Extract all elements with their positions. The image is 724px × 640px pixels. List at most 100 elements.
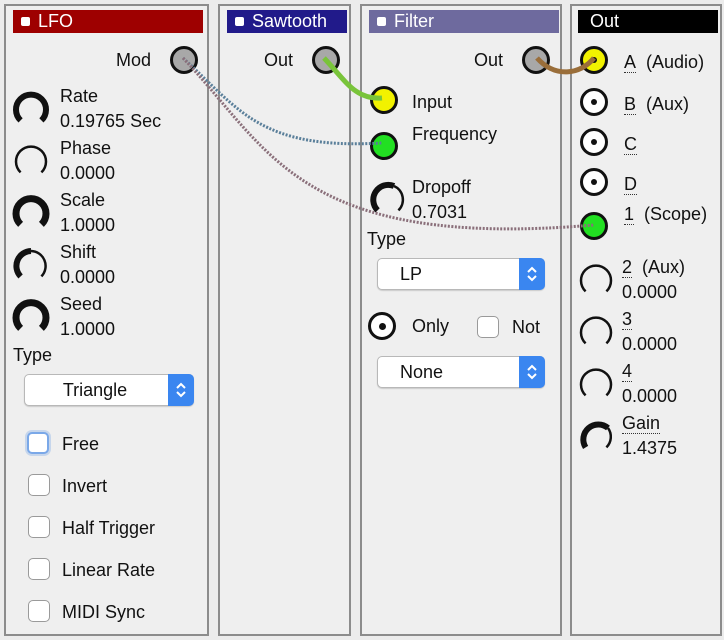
lfo-type-value: Triangle (62, 380, 128, 400)
not-checkbox[interactable] (477, 316, 499, 338)
phase-label: Phase (60, 138, 112, 158)
lfo-panel: LFO Mod Rate 0.19765 Sec Phase 0.0000 Sc… (4, 4, 209, 636)
filter-type-select[interactable]: LP (377, 258, 545, 290)
invert-checkbox[interactable] (28, 474, 50, 496)
invert-label: Invert (62, 476, 108, 496)
out-1-desc: (Scope) (644, 204, 708, 224)
out-title: Out (590, 11, 620, 31)
scale-label: Scale (60, 190, 106, 210)
out-a-jack[interactable] (580, 46, 608, 74)
filter-frequency-jack[interactable] (370, 132, 398, 160)
out-b-desc: (Aux) (646, 94, 690, 114)
out-c-key: C (624, 134, 637, 155)
out-d-jack[interactable] (580, 168, 608, 196)
filter-frequency-label: Frequency (412, 124, 498, 144)
filter-out-label: Out (474, 50, 504, 70)
only-label: Only (412, 316, 450, 336)
scale-value: 1.0000 (60, 215, 116, 235)
dropoff-knob[interactable] (368, 180, 408, 220)
filter-type-label: Type (367, 229, 407, 249)
out-4-label: 4 (622, 360, 633, 382)
phase-value: 0.0000 (60, 163, 116, 183)
out-2-desc: (Aux) (642, 257, 686, 277)
filter-input-label: Input (412, 92, 453, 112)
mod-output-jack[interactable] (170, 46, 198, 74)
out-a-key: A (624, 52, 637, 73)
chevron-updown-icon (168, 374, 194, 406)
seed-label: Seed (60, 294, 103, 314)
half-trigger-label: Half Trigger (62, 518, 156, 538)
shift-label: Shift (60, 242, 97, 262)
midi-sync-checkbox[interactable] (28, 600, 50, 622)
filter-title-bar[interactable]: Filter (369, 10, 559, 33)
chevron-updown-icon (519, 258, 545, 290)
out-3-knob[interactable] (576, 313, 616, 353)
free-label: Free (62, 434, 100, 454)
only-radio[interactable] (368, 312, 396, 340)
rate-value: 0.19765 Sec (60, 111, 162, 131)
module-dot-icon (235, 17, 244, 26)
out-b-jack[interactable] (580, 88, 608, 116)
out-d-label: D (624, 173, 637, 195)
out-b-label: B (Aux) (624, 93, 689, 115)
seed-knob[interactable] (11, 298, 51, 338)
out-3-value: 0.0000 (622, 334, 678, 354)
dropoff-label: Dropoff (412, 177, 471, 197)
lfo-type-select[interactable]: Triangle (24, 374, 194, 406)
rate-knob[interactable] (11, 90, 51, 130)
sawtooth-panel: Sawtooth Out (218, 4, 351, 636)
out-1-label: 1 (Scope) (624, 203, 707, 225)
filter-input-jack[interactable] (370, 86, 398, 114)
out-4-key: 4 (622, 361, 633, 382)
out-4-value: 0.0000 (622, 386, 678, 406)
out-2-knob[interactable] (576, 261, 616, 301)
lfo-title-bar[interactable]: LFO (13, 10, 203, 33)
linear-rate-label: Linear Rate (62, 560, 156, 580)
out-2-value: 0.0000 (622, 282, 678, 302)
linear-rate-checkbox[interactable] (28, 558, 50, 580)
gain-key: Gain (622, 413, 661, 434)
filter-mode-select[interactable]: None (377, 356, 545, 388)
out-c-label: C (624, 133, 637, 155)
out-b-key: B (624, 94, 637, 115)
phase-knob[interactable] (11, 142, 51, 182)
filter-panel: Filter Out Input Frequency Dropoff 0.703… (360, 4, 562, 636)
gain-label: Gain (622, 412, 661, 434)
out-4-knob[interactable] (576, 365, 616, 405)
gain-knob[interactable] (576, 417, 616, 457)
half-trigger-checkbox[interactable] (28, 516, 50, 538)
sawtooth-out-label: Out (264, 50, 294, 70)
out-title-bar[interactable]: Out (578, 10, 718, 33)
sawtooth-title: Sawtooth (252, 11, 328, 31)
shift-knob[interactable] (11, 246, 51, 286)
out-3-label: 3 (622, 308, 633, 330)
chevron-updown-icon (519, 356, 545, 388)
module-dot-icon (21, 17, 30, 26)
out-1-jack[interactable] (580, 212, 608, 240)
out-a-label: A (Audio) (624, 51, 704, 73)
not-label: Not (512, 317, 541, 337)
shift-value: 0.0000 (60, 267, 116, 287)
gain-value: 1.4375 (622, 438, 678, 458)
out-panel: Out A (Audio) B (Aux) C D 1 (Scope) 2 (A… (570, 4, 722, 636)
out-d-key: D (624, 174, 637, 195)
lfo-title: LFO (38, 11, 74, 31)
mod-label: Mod (116, 50, 152, 70)
rate-label: Rate (60, 86, 99, 106)
sawtooth-out-jack[interactable] (312, 46, 340, 74)
filter-title: Filter (394, 11, 434, 31)
lfo-type-label: Type (13, 345, 53, 365)
out-2-key: 2 (622, 257, 633, 278)
filter-out-jack[interactable] (522, 46, 550, 74)
out-c-jack[interactable] (580, 128, 608, 156)
out-a-desc: (Audio) (646, 52, 705, 72)
out-3-key: 3 (622, 309, 633, 330)
scale-knob[interactable] (11, 194, 51, 234)
out-1-key: 1 (624, 204, 635, 225)
midi-sync-label: MIDI Sync (62, 602, 146, 622)
module-dot-icon (377, 17, 386, 26)
free-checkbox[interactable] (27, 432, 49, 454)
sawtooth-title-bar[interactable]: Sawtooth (227, 10, 347, 33)
filter-mode-value: None (400, 362, 444, 382)
out-2-label: 2 (Aux) (622, 256, 685, 278)
